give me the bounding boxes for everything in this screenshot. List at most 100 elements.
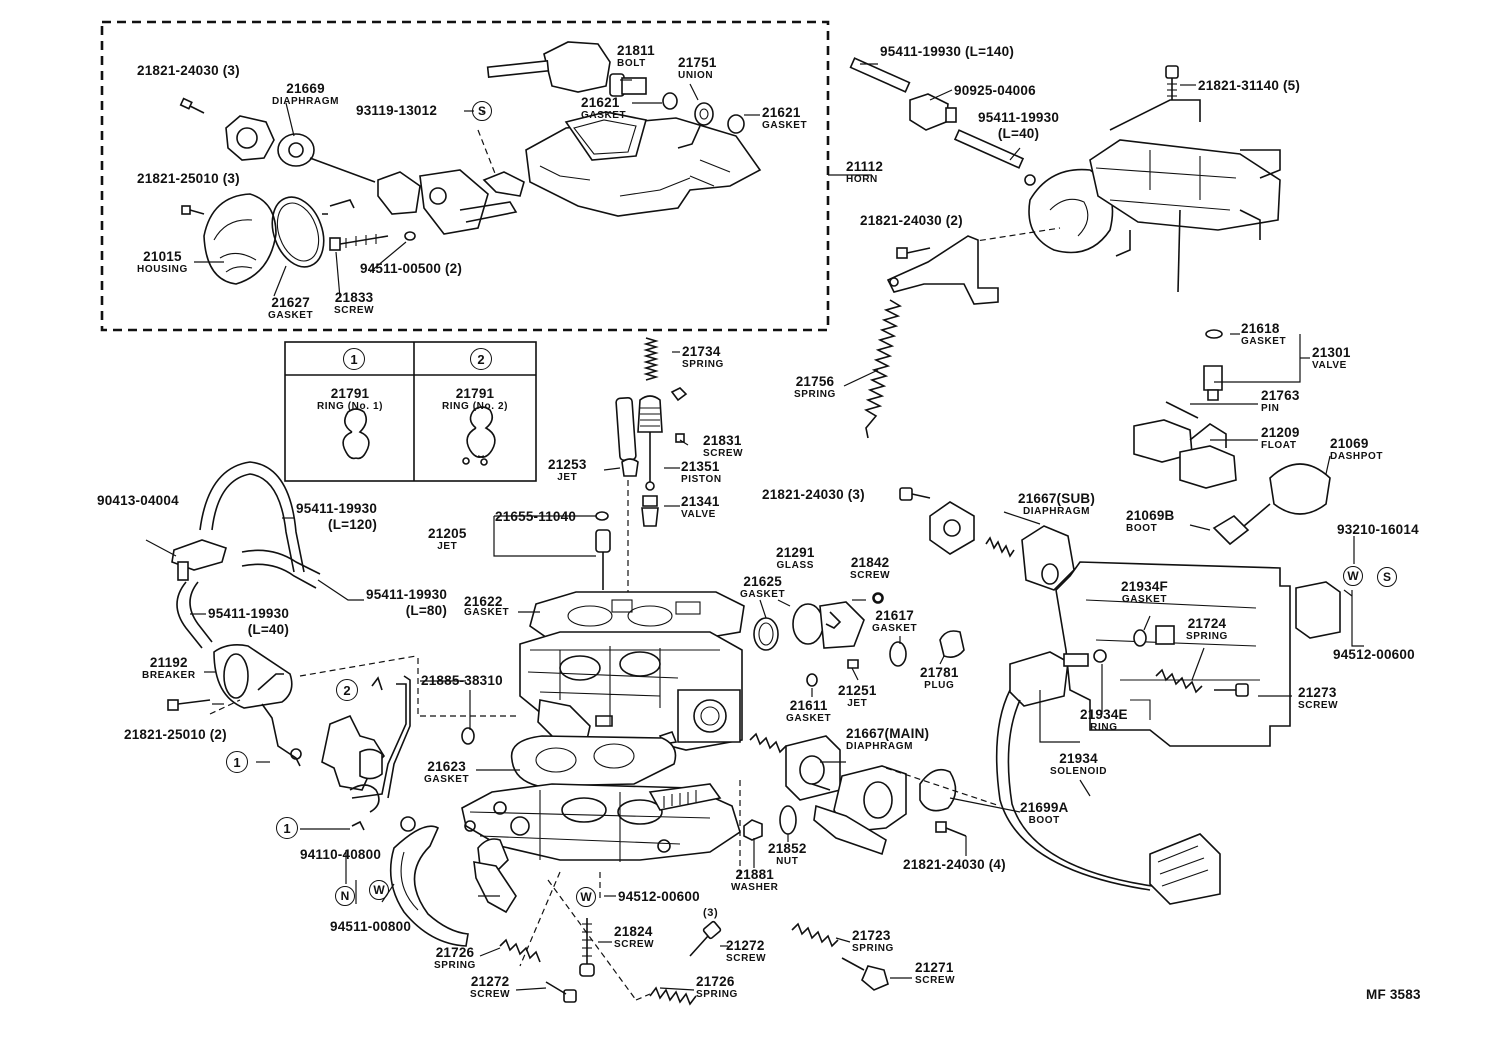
part-label: 95411-19930(L=40) [208,607,289,636]
part-label: 93210-16014 [1337,523,1419,537]
part-label: 95411-19930(L=120) [296,502,377,531]
part-number: 95411-19930 (L=140) [880,44,1015,59]
bottom-hardware [461,727,889,1006]
part-name: SPRING [682,358,724,370]
base-gasket [510,735,677,787]
part-number: 21273 [1298,685,1337,700]
part-number: 21852 [768,841,807,856]
part-number: 21623 [427,759,466,774]
part-number: 21625 [743,574,782,589]
part-name: SPRING [434,959,476,971]
part-number: 21821-24030 (2) [860,213,963,228]
part-name: (L=80) [405,602,448,618]
part-number: 21253 [548,457,587,472]
throttle-linkage [299,655,520,831]
part-name: GASKET [1241,335,1287,347]
part-label: 21885-38310 [421,674,503,688]
upper-right-assembly [849,57,1281,439]
float-and-solenoid [899,329,1341,905]
part-name: (L=40) [997,125,1040,141]
part-number: 21618 [1241,321,1280,336]
part-number: 21251 [838,683,877,698]
part-number: 21833 [334,290,374,305]
part-name: SCREW [915,974,956,986]
part-name: WASHER [731,881,779,893]
part-name: VALVE [1312,359,1347,371]
symbol-w-text: W [580,890,592,904]
part-number: 95411-19930 [366,587,448,602]
part-label: 21821-25010 (3) [137,172,240,186]
part-name: NUT [776,855,799,867]
part-number: 21726 [696,974,735,989]
ring-inset-table [284,341,537,482]
part-number: 21669 [286,81,325,96]
part-label: 93119-13012 [356,104,437,118]
part-number: 21341 [681,494,720,509]
part-name: GASKET [1121,593,1168,605]
part-label: 21821-24030 (4) [903,858,1006,872]
part-number: 21699A [1020,800,1069,815]
part-name: GASKET [740,588,786,600]
symbol-ring-1: 1 [276,817,298,839]
part-number: 21351 [681,459,720,474]
symbol-ring-1-text: 1 [233,754,241,770]
part-name: DIAPHRAGM [272,95,340,107]
part-number: 21667(SUB) [1018,491,1096,506]
part-name: SPRING [794,388,836,400]
symbol-w: W [576,887,596,907]
part-number: 21301 [1312,345,1351,360]
part-number: 21192 [149,655,188,670]
figure-code-text: MF 3583 [1366,987,1421,1002]
symbol-s: S [1377,567,1397,587]
part-number: 21069 [1330,436,1369,451]
part-label: 90925-04006 [954,84,1036,98]
part-number: 94511-00500 (2) [360,261,463,276]
part-name: SCREW [470,988,511,1000]
part-name: DIAPHRAGM [1022,505,1091,517]
part-label: 21821-24030 (3) [762,488,865,502]
part-name: HORN [846,173,878,185]
horn-body [482,41,762,217]
symbol-w-text: W [1347,569,1359,583]
part-number: 21617 [875,608,914,623]
part-label: 21821-24030 (2) [860,214,963,228]
inset-col1-part: 21791 [330,386,370,401]
symbol-ring-2: 2 [336,679,358,701]
part-name: SOLENOID [1050,765,1108,777]
part-label: 21821-25010 (2) [124,728,227,742]
part-number: 21756 [795,374,835,389]
part-label: 21667(SUB)DIAPHRAGM [1018,492,1095,517]
part-number: 21881 [735,867,775,882]
part-name: SCREW [614,938,655,950]
part-number: 21015 [143,249,182,264]
part-name: BOLT [617,57,646,69]
main-carburetor-body [519,591,745,751]
part-number: 21934E [1080,707,1128,722]
part-number: 94512-00600 [618,889,700,904]
part-name: JET [437,540,458,552]
piston-stack [595,337,688,595]
part-name: PLUG [924,679,955,691]
part-number: 95411-19930 [296,501,378,516]
part-name: GLASS [776,559,814,571]
part-name: BOOT [1028,814,1060,826]
part-number: 93210-16014 [1337,522,1419,537]
part-name: SPRING [696,988,738,1000]
